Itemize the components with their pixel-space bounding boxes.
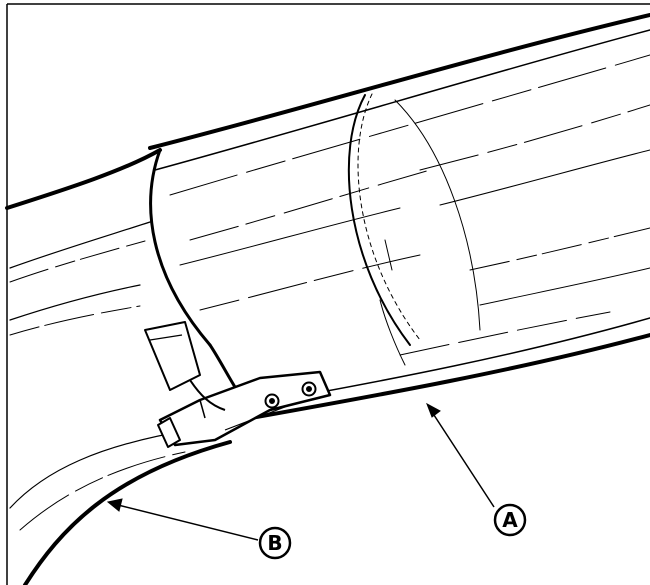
callout-a-circle <box>493 503 527 537</box>
callout-b-label: B <box>267 531 282 555</box>
callout-b-circle <box>258 526 292 560</box>
callout-a: A <box>493 503 527 537</box>
clamp-sleeve <box>148 13 650 422</box>
frame-border <box>6 3 650 585</box>
callout-b: B <box>258 526 292 560</box>
leader-arrow-b <box>106 498 259 541</box>
callout-a-label: A <box>502 508 518 532</box>
curved-tube-b <box>5 148 232 585</box>
clamp-bracket <box>144 321 332 448</box>
leader-arrow-a <box>426 402 495 508</box>
